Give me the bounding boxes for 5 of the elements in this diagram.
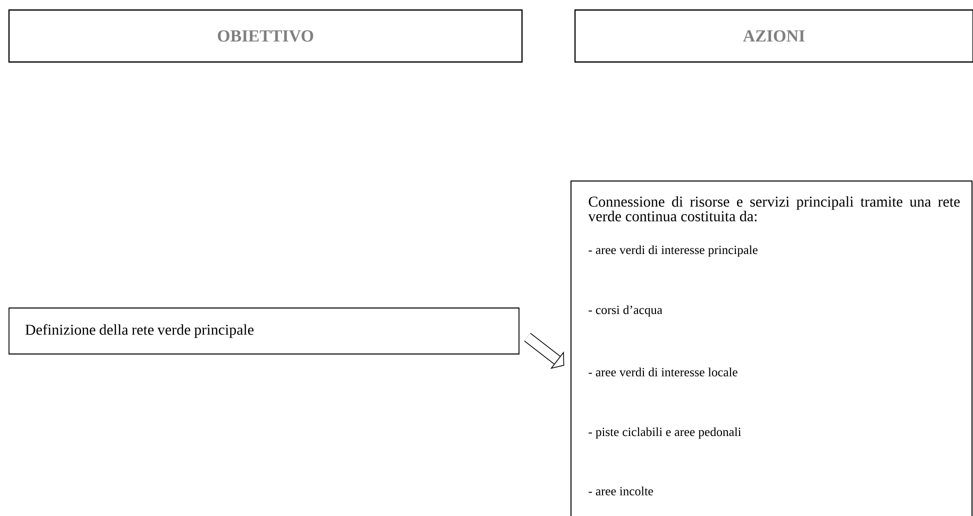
objective-box: Definizione della rete verde principale xyxy=(8,308,520,354)
block-arrow xyxy=(524,332,564,369)
action-box: Connessione di risorse e servizi principali tramite una rete verde continua costituita da: - aree verdi di interesse principale - corsi d’acqua - aree verdi di interesse locale - piste ciclabili e aree pedonali - aree incolte xyxy=(570,180,973,516)
header-box: AZIONI xyxy=(574,9,973,63)
header-box: OBIETTIVO xyxy=(8,9,523,63)
